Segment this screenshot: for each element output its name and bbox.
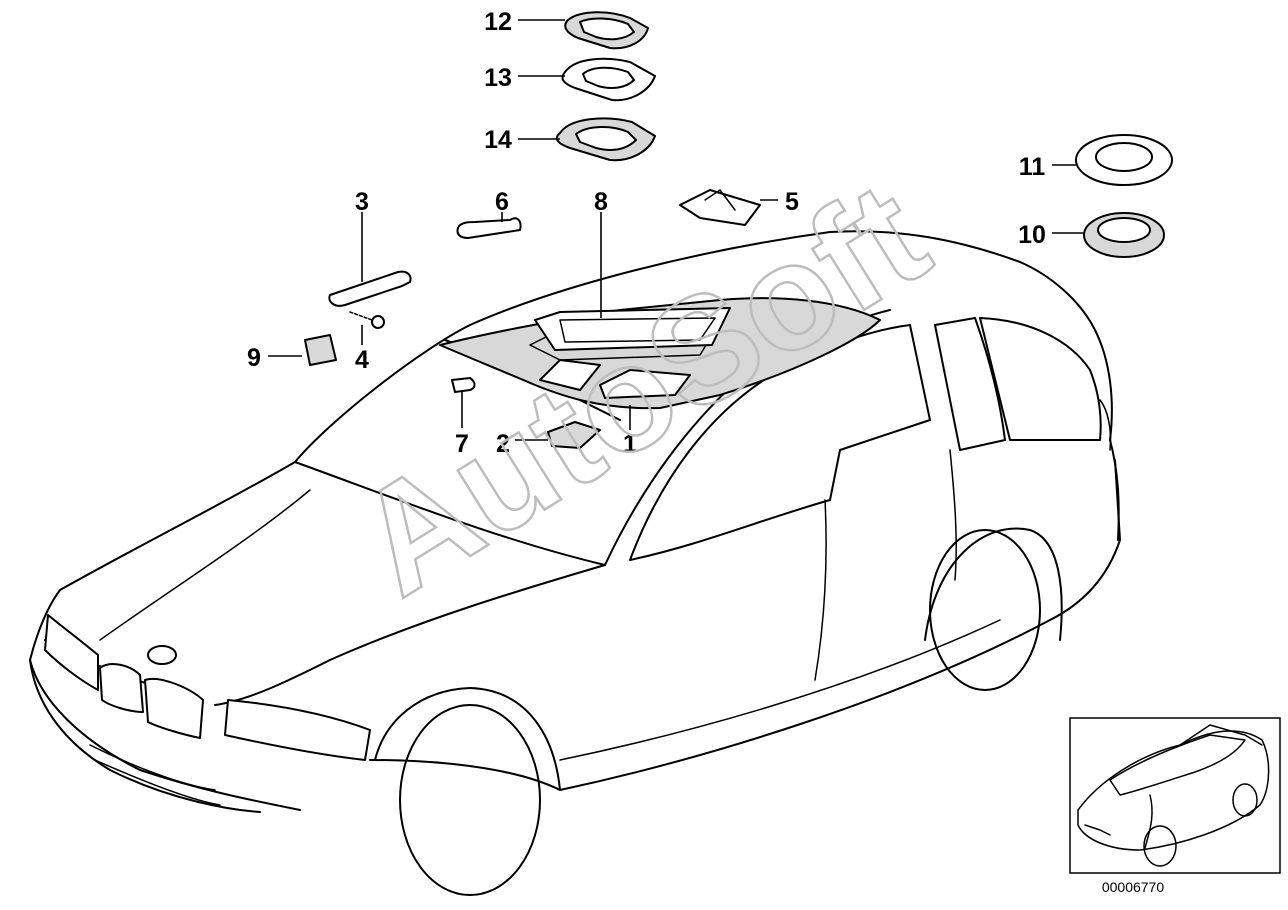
watermark-text: AutoSoft [328, 149, 954, 627]
frame-part-12 [564, 11, 649, 50]
part-label-8: 8 [594, 188, 608, 216]
screw-part-4 [349, 311, 385, 329]
part-label-2: 2 [496, 430, 510, 458]
interior-lamp-part-2 [547, 421, 601, 449]
part-label-9: 9 [247, 344, 261, 372]
frame-part-13 [561, 57, 656, 102]
inset-thumbnail: 00006770 [1069, 717, 1281, 895]
part-label-13: 13 [484, 64, 512, 92]
car-body-illustration [29, 230, 1121, 896]
part-label-14: 14 [484, 126, 512, 154]
part-label-10: 10 [1018, 221, 1046, 249]
part-label-5: 5 [785, 188, 799, 216]
bracket-part-5 [679, 189, 761, 226]
grab-handle-part-6 [456, 217, 522, 239]
ring-part-11 [1075, 134, 1173, 186]
grab-handle-part-3 [328, 270, 412, 307]
part-label-3: 3 [355, 188, 369, 216]
part-label-4: 4 [355, 346, 369, 374]
clip-part-7 [451, 377, 476, 393]
cover-cap-part-9 [304, 334, 337, 366]
part-label-11: 11 [1019, 153, 1046, 181]
diagram-code: 00006770 [1102, 879, 1165, 895]
part-labels: 12 13 14 3 6 8 5 11 10 9 4 7 2 1 [247, 8, 1046, 458]
leader-lines [268, 19, 1084, 441]
part-label-12: 12 [484, 8, 512, 36]
frame-part-14 [555, 117, 656, 162]
part-label-6: 6 [495, 188, 509, 216]
part-label-7: 7 [455, 430, 469, 458]
part-label-1: 1 [623, 430, 637, 458]
speaker-cover-part-10 [1083, 212, 1165, 258]
